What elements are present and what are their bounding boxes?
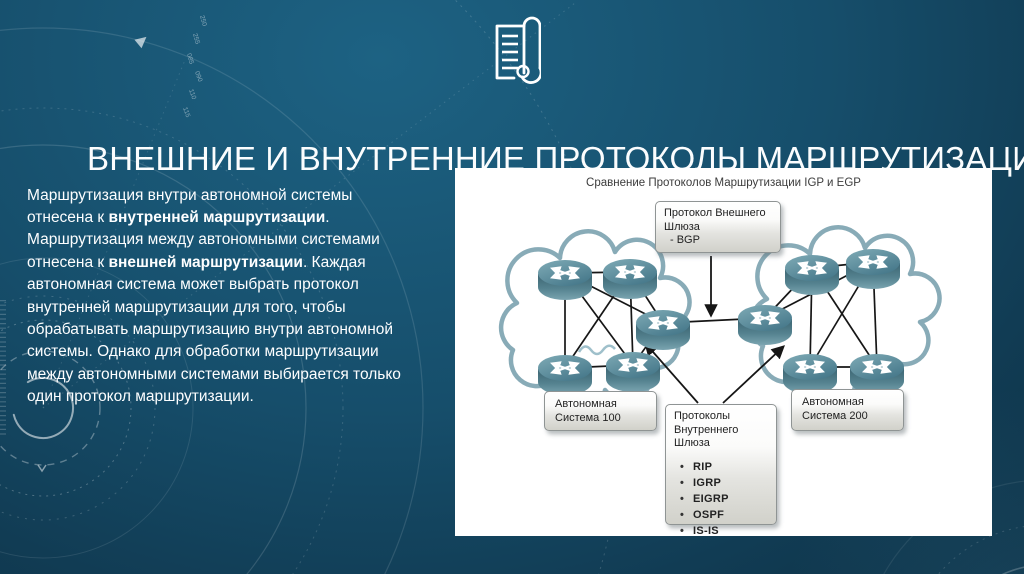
- as100-line: Система 100: [555, 411, 621, 424]
- as100-line: Автономная: [555, 398, 617, 410]
- diagram-panel: Сравнение Протоколов Маршрутизации IGP и…: [455, 168, 992, 537]
- body-segment-bold: внутренней маршрутизации: [108, 208, 326, 226]
- body-segment: . Каждая автономная система может выбрат…: [27, 253, 401, 406]
- egp-box-bgp: - BGP: [670, 234, 700, 246]
- body-segment: Маршрутизация внутри автономной системы …: [27, 186, 353, 226]
- egp-protocol-box: Протокол Внешнего Шлюза - BGP: [655, 201, 781, 253]
- router-icon: [846, 249, 900, 289]
- svg-text:255: 255: [191, 33, 201, 46]
- igp-protocol-list: RIP IGRP EIGRP OSPF IS-IS: [680, 459, 768, 539]
- igp-protocol-item: OSPF: [680, 507, 768, 523]
- router-icon: [783, 354, 837, 394]
- body-segment-bold: внешней маршрутизации: [108, 253, 303, 271]
- svg-text:110: 110: [187, 88, 197, 100]
- router-icon: [850, 354, 904, 394]
- cloud-squiggle: [577, 344, 616, 356]
- dial-chevron-icon: [37, 464, 47, 473]
- diagram-title: Сравнение Протоколов Маршрутизации IGP и…: [586, 177, 861, 189]
- svg-text:085: 085: [185, 53, 195, 66]
- igp-arrow-left: [644, 341, 699, 404]
- igp-protocol-item: IS-IS: [680, 523, 768, 539]
- igp-protocol-box: Протоколы Внутреннего Шлюза RIP IGRP EIG…: [665, 404, 777, 537]
- dial-arrow-icon: [134, 36, 147, 49]
- scroll-document-icon: [495, 16, 541, 84]
- as100-label-box: Автономная Система 100: [544, 391, 657, 431]
- as200-line: Автономная: [802, 396, 864, 408]
- svg-text:115: 115: [181, 106, 191, 118]
- as200-line: Система 200: [802, 409, 868, 422]
- router-icon: [738, 305, 792, 345]
- router-icon: [538, 355, 592, 395]
- router-icon: [538, 260, 592, 300]
- igp-box-header: Протоколы: [674, 410, 731, 422]
- svg-text:090: 090: [193, 70, 203, 83]
- igp-protocol-item: RIP: [680, 459, 768, 475]
- egp-box-line: Шлюза: [664, 220, 700, 233]
- body-segment: . Маршрутизация между автономными систем…: [27, 208, 380, 271]
- dial-degree-labels: 250 255 085 090 110 115: [181, 15, 208, 119]
- router-icon: [785, 255, 839, 295]
- igp-box-header: Внутреннего Шлюза: [674, 423, 739, 450]
- igp-protocol-item: IGRP: [680, 475, 768, 491]
- network-diagram: [498, 225, 942, 416]
- egp-box-line: Протокол Внешнего: [664, 207, 766, 219]
- svg-text:250: 250: [198, 15, 208, 28]
- as200-label-box: Автономная Система 200: [791, 389, 904, 431]
- body-text: Маршрутизация внутри автономной системы …: [27, 185, 421, 409]
- router-icon: [603, 259, 657, 299]
- igp-protocol-item: EIGRP: [680, 491, 768, 507]
- router-icon: [606, 352, 660, 392]
- igp-arrow-right: [722, 345, 785, 404]
- router-icon: [636, 310, 690, 350]
